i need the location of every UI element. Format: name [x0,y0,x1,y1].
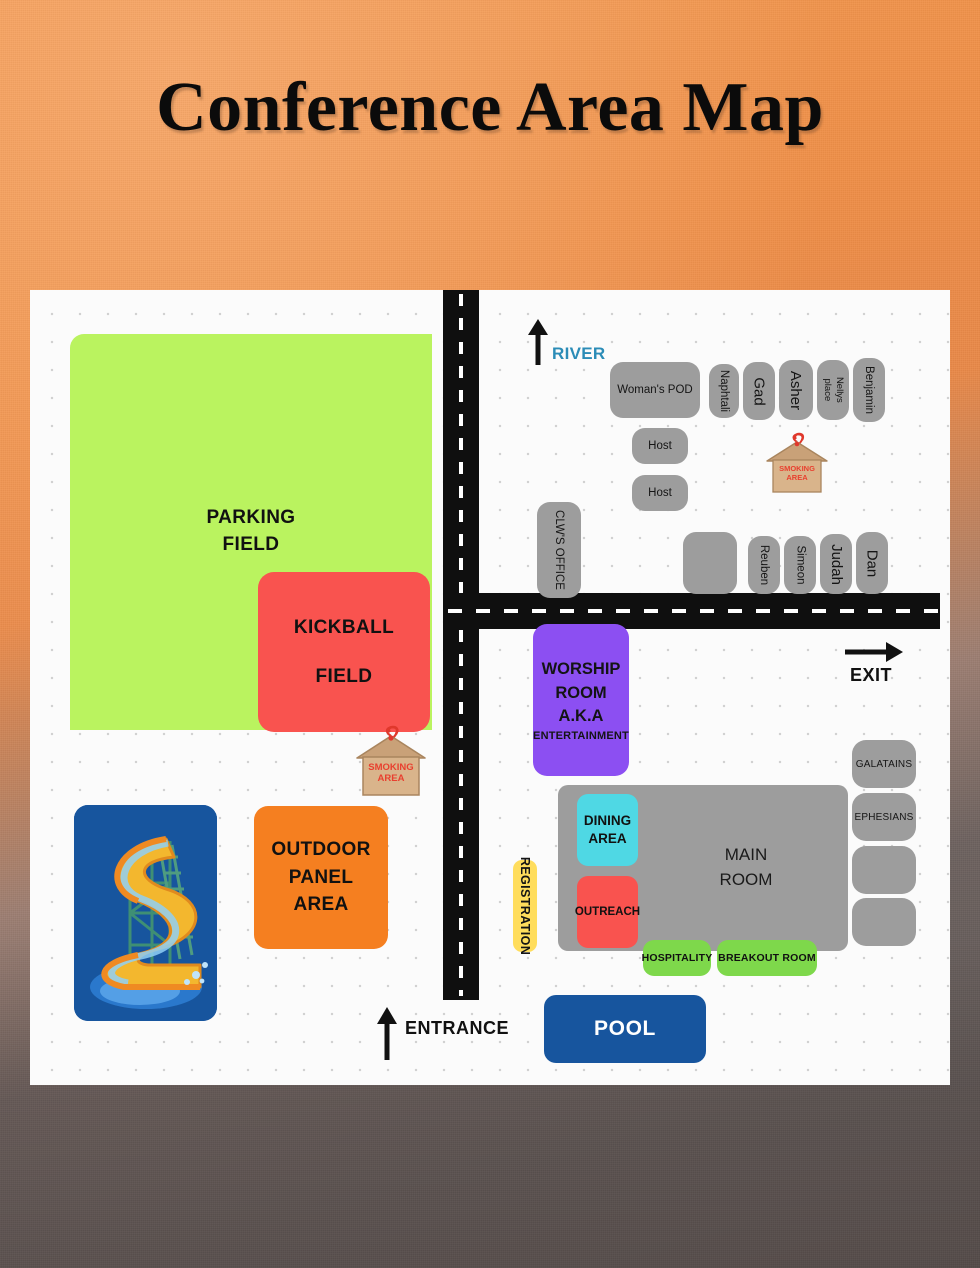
main-room-label-line1: MAIN [724,845,768,865]
pod-label-simeon: Simeon [794,545,806,585]
kickball-label-line1: KICKBALL [293,616,395,638]
smoking-area-sign-right[interactable]: SMOKING AREA [758,430,836,498]
outreach-label: OUTREACH [574,906,641,918]
main-room-label-line2: ROOM [719,870,773,889]
room-worship[interactable]: WORSHIP ROOM A.K.A ENTERTAINMENT [533,624,629,776]
galatains-label: GALATAINS [855,758,913,770]
smoking-area-house-icon [356,725,426,796]
breakout-room-label: BREAKOUT ROOM [718,952,816,964]
parking-label-line2: FIELD [222,534,280,555]
zone-pool[interactable]: POOL [544,995,706,1063]
room-outreach[interactable]: OUTREACH [574,876,641,948]
pod-judah[interactable]: Judah [820,534,852,594]
registration-desk[interactable]: REGISTRATION [513,856,537,956]
smoking-left-line1: SMOKING [368,762,414,773]
pod-label-nellys-place: Nellys place [822,377,845,403]
outdoor-label-line3: AREA [293,894,349,916]
pod-asher[interactable]: Asher [779,360,813,420]
host-2-label: Host [648,487,672,499]
outdoor-panel-label: OUTDOOR PANEL AREA [271,836,370,919]
worship-room-label: WORSHIP ROOM A.K.A [542,658,621,728]
zone-outdoor-panel-area[interactable]: OUTDOOR PANEL AREA [254,806,388,949]
kickball-label-line2: FIELD [315,666,373,687]
pod-label-naphtali: Naphtali [718,369,731,413]
pod-host-1[interactable]: Host [632,428,688,464]
room-breakout[interactable]: BREAKOUT ROOM [717,940,817,976]
pod-clw-office[interactable]: CLW'S OFFICE [537,502,581,598]
pod-womans-pod[interactable]: Woman's POD [610,362,700,418]
ephesians-label: EPHESIANS [854,811,914,823]
smoking-area-sign-left[interactable]: SMOKING AREA [346,722,436,802]
clw-office-label: CLW'S OFFICE [553,510,565,590]
river-arrow-icon [528,319,548,365]
room-galatains[interactable]: GALATAINS [852,740,916,788]
host-1-label: Host [648,440,672,452]
registration-label: REGISTRATION [518,856,533,956]
outdoor-label-line1: OUTDOOR [271,839,371,861]
river-label: RIVER [552,344,606,363]
road-curb-sw [479,629,481,1000]
dining-label-line1: DINING [583,812,632,828]
entrance-label: ENTRANCE [405,1018,510,1038]
smoking-right-line1: SMOKING [779,464,815,473]
entrance-arrow-icon [377,1007,397,1060]
main-room-label: MAIN ROOM [720,843,773,892]
worship-label-line1: WORSHIP [541,660,621,679]
room-ephesians[interactable]: EPHESIANS [852,793,916,841]
dining-area-label: DINING AREA [584,812,631,848]
smoking-sign-text-right: SMOKING AREA [758,464,836,482]
outdoor-label-line2: PANEL [288,866,354,888]
pod-label-gad: Gad [750,376,768,406]
kickball-field-label: KICKBALL FIELD [294,603,394,702]
pod-label-dan: Dan [863,549,881,577]
worship-label-line4: ENTERTAINMENT [533,729,629,742]
pod-nellys-place[interactable]: Nellys place [817,360,849,420]
pod-gad[interactable]: Gad [743,362,775,420]
room-unlabeled-right-1[interactable] [852,846,916,894]
dining-label-line2: AREA [588,831,627,846]
road-horizontal-dashes [448,609,938,613]
water-slide-icon [74,805,217,1021]
pod-label-asher: Asher [787,370,805,410]
pod-label-reuben: Reuben [758,544,771,586]
pod-naphtali[interactable]: Naphtali [709,364,739,418]
womans-pod-label: Woman's POD [617,384,693,396]
road-vertical-dashes [459,294,463,996]
pod-benjamin[interactable]: Benjamin [853,358,885,422]
parking-field-label: PARKING FIELD [206,505,295,559]
worship-label-line3: A.K.A [558,707,604,726]
room-unlabeled-right-2[interactable] [852,898,916,946]
worship-label-line2: ROOM [555,683,607,702]
pod-simeon[interactable]: Simeon [784,536,816,594]
hospitality-label: HOSPITALITY [641,952,713,964]
room-dining-area[interactable]: DINING AREA [577,794,638,866]
room-hospitality[interactable]: HOSPITALITY [641,940,713,976]
smoking-area-house-icon-right [766,432,828,493]
pod-label-judah: Judah [827,543,845,585]
pod-reuben[interactable]: Reuben [748,536,780,594]
conference-map-panel: PARKING FIELD KICKBALL FIELD [30,290,950,1085]
pod-label-benjamin: Benjamin [863,366,876,414]
smoking-left-line2: AREA [377,773,405,785]
pool-label: POOL [594,1017,656,1040]
page-title: Conference Area Map [156,69,824,146]
pod-dan[interactable]: Dan [856,532,888,594]
parking-label-line1: PARKING [206,507,296,529]
exit-label: EXIT [850,665,893,685]
smoking-right-line2: AREA [786,473,808,482]
road-curb-nw [479,290,481,593]
zone-kickball-field[interactable]: KICKBALL FIELD [258,572,430,732]
pod-unlabeled-mid[interactable] [683,532,737,594]
exit-arrow-icon [845,642,903,662]
pod-host-2[interactable]: Host [632,475,688,511]
smoking-sign-text-left: SMOKING AREA [346,762,436,785]
water-slide-illustration-card[interactable] [74,805,217,1021]
